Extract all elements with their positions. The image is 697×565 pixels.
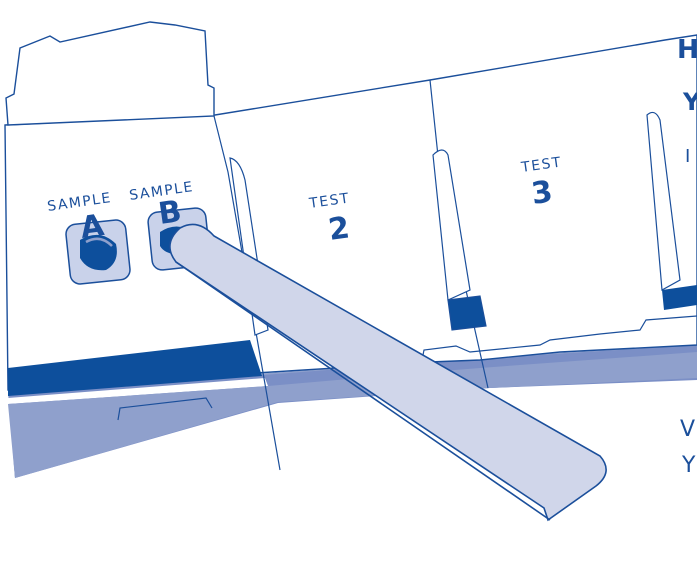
sample-a-letter: A — [78, 208, 107, 246]
tray-tab-1 — [117, 397, 213, 421]
side-text-5: Y — [681, 453, 696, 478]
fold-line-1 — [213, 115, 281, 471]
kit-lid — [5, 21, 215, 126]
kit-dark-stripe — [8, 340, 262, 396]
swab-stick[interactable] — [169, 223, 607, 522]
sample-a-well[interactable] — [65, 219, 131, 285]
test-slot-3-window — [662, 285, 697, 310]
test-3-number: 3 — [529, 174, 555, 212]
test-slot-2-window — [448, 296, 486, 330]
test-slot-2-outline — [447, 295, 487, 331]
test-slot-3 — [646, 111, 681, 291]
kit-tray-band — [8, 352, 697, 478]
test-2-number: 2 — [326, 210, 352, 248]
test-3-caption: TEST — [519, 154, 563, 176]
side-text-2: Y — [682, 88, 697, 116]
side-text-1: H — [677, 35, 697, 65]
tray-tab-2 — [419, 315, 697, 371]
side-text-3: I — [685, 146, 690, 167]
side-text-4: V — [680, 417, 695, 442]
kit-white-stripe — [8, 378, 268, 404]
test-slot-2 — [432, 149, 471, 301]
test-2-caption: TEST — [307, 190, 351, 212]
sample-b-letter: B — [156, 194, 184, 232]
